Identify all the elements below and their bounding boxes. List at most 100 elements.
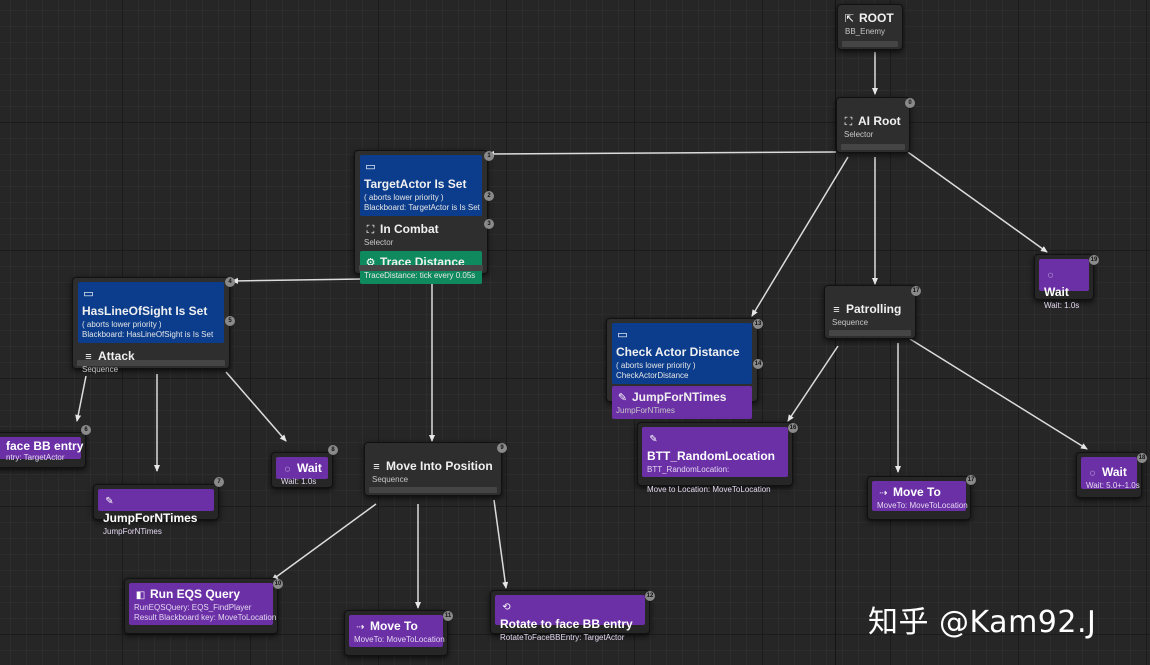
wait-icon: ◌ <box>1047 270 1054 281</box>
root-blackboard: BB_Enemy <box>845 27 886 36</box>
decorator-title: Check Actor Distance <box>616 345 740 359</box>
wait-task-patrol[interactable]: ◌Wait Wait: 5.0+-1.0s 18 <box>1076 452 1147 498</box>
composite-title: In Combat <box>380 222 439 236</box>
task-detail: Wait: 1.0s <box>1044 301 1080 310</box>
sequence-icon: ≡ <box>373 461 380 473</box>
task-title: face BB entry <box>6 439 84 453</box>
service-interval: TraceDistance: tick every 0.05s <box>364 271 476 280</box>
execution-index-badge: 9 <box>497 443 507 453</box>
ai-root-title: AI Root <box>858 114 901 128</box>
eqs-icon: ◧ <box>135 590 146 601</box>
rotate-face-bb-task[interactable]: ⟲Rotate to face BB entry RotateToFaceBBE… <box>490 590 655 642</box>
ai-root-output-pin[interactable] <box>841 144 905 150</box>
patrolling-node[interactable]: ≡ Patrolling Sequence 17 <box>824 285 921 339</box>
decorator-title: TargetActor Is Set <box>364 177 467 191</box>
composite-type: Sequence <box>372 475 409 484</box>
root-title: ROOT <box>859 11 894 25</box>
task-detail: MoveTo: MoveToLocation <box>877 501 968 510</box>
task-detail: BTT_RandomLocation: <box>647 465 730 474</box>
jump-task-inline[interactable]: ✎JumpForNTimes JumpForNTimes <box>612 386 752 419</box>
task-detail-2: Result Blackboard key: MoveToLocation <box>134 613 277 622</box>
task-title: JumpForNTimes <box>632 390 727 404</box>
attack-node[interactable]: ▭ HasLineOfSight Is Set ( aborts lower pr… <box>72 277 235 374</box>
decorator-abort-mode: ( aborts lower priority ) <box>364 193 444 202</box>
wire-airoot-incombat <box>487 150 837 157</box>
task-detail: JumpForNTimes <box>616 406 675 415</box>
task-title: Run EQS Query <box>150 587 241 601</box>
root-output-pin[interactable] <box>842 41 898 47</box>
move-arrow-icon: ⇢ <box>356 622 365 633</box>
move-to-task-mip[interactable]: ⇢Move To MoveTo: MoveToLocation 11 <box>344 610 453 656</box>
task-title: Rotate to face BB entry <box>500 617 633 631</box>
wait-task-attack[interactable]: ◌Wait Wait: 1.0s 8 <box>271 445 338 488</box>
wire-patrol-wait <box>909 338 1088 450</box>
service-gear-icon: ⚙ <box>365 257 376 269</box>
run-eqs-query-task[interactable]: ◧ Run EQS Query RunEQSQuery: EQS_FindPlay… <box>124 578 283 634</box>
in-combat-composite[interactable]: ⛶ In Combat Selector <box>360 218 482 251</box>
wait-task-root[interactable]: ◌Wait Wait: 1.0s 19 <box>1034 254 1099 310</box>
check-actor-distance-decorator[interactable]: ▭Check Actor Distance ( aborts lower pri… <box>612 323 752 384</box>
wire-airoot-wait <box>904 149 1048 253</box>
decorator-condition: CheckActorDistance <box>616 371 689 380</box>
execution-index-badge: 12 <box>645 591 655 601</box>
sequence-icon: ≡ <box>833 304 840 316</box>
random-location-task[interactable]: ✎BTT_RandomLocation BTT_RandomLocation: … <box>637 422 798 494</box>
move-to-task-patrol[interactable]: ⇢Move To MoveTo: MoveToLocation 17 <box>867 475 976 520</box>
execution-index-badge: 3 <box>484 219 494 229</box>
task-detail: Wait: 5.0+-1.0s <box>1086 481 1140 490</box>
wire-attack-face <box>75 375 87 422</box>
execution-index-badge: 8 <box>328 445 338 455</box>
check-actor-distance-node[interactable]: ▭Check Actor Distance ( aborts lower pri… <box>606 318 763 419</box>
custom-task-icon: ✎ <box>649 434 658 445</box>
wire-incombat-attack <box>231 277 363 284</box>
execution-index-badge: 7 <box>214 477 224 487</box>
ai-root-type: Selector <box>844 130 874 139</box>
rotate-icon: ⟲ <box>502 602 511 613</box>
composite-type: Sequence <box>82 365 119 374</box>
selector-icon: ⛶ <box>366 224 375 236</box>
jump-for-n-times-task[interactable]: ✎ JumpForNTimes JumpForNTimes 7 <box>93 477 224 536</box>
task-title: JumpForNTimes <box>103 511 198 525</box>
task-detail: ntry: TargetActor <box>6 453 65 462</box>
root-node[interactable]: ⇱ ROOT BB_Enemy <box>837 4 903 50</box>
decorator-title: HasLineOfSight Is Set <box>82 304 208 318</box>
composite-type: Sequence <box>832 318 869 327</box>
haslineofsight-decorator[interactable]: ▭ HasLineOfSight Is Set ( aborts lower pr… <box>78 282 224 343</box>
decorator-abort-mode: ( aborts lower priority ) <box>82 320 162 329</box>
rotate-face-bb-task-left[interactable]: face BB entry ntry: TargetActor 6 <box>0 425 91 468</box>
execution-index-badge: 17 <box>966 475 976 485</box>
patrolling-output-pin[interactable] <box>829 330 911 336</box>
decorator-condition: Blackboard: TargetActor is Is Set <box>364 203 480 212</box>
in-combat-output-pin[interactable] <box>359 265 483 271</box>
move-into-position-node[interactable]: ≡Move Into Position Sequence 9 <box>364 442 507 496</box>
composite-type: Selector <box>364 238 394 247</box>
task-icon: ✎ <box>105 496 114 507</box>
composite-title: Patrolling <box>846 302 902 316</box>
task-detail: JumpForNTimes <box>103 527 162 536</box>
wire-attack-wait <box>225 371 287 442</box>
composite-title: Attack <box>98 349 135 363</box>
task-title: BTT_RandomLocation <box>647 449 775 463</box>
wire-moveinto-rotate <box>493 499 509 589</box>
execution-index-badge: 4 <box>225 277 235 287</box>
task-detail: RunEQSQuery: EQS_FindPlayer <box>134 603 252 612</box>
move-arrow-icon: ⇢ <box>879 488 888 499</box>
task-detail-2: Move to Location: MoveToLocation <box>647 485 771 494</box>
ai-root-node[interactable]: ⛶ AI Root Selector 0 <box>836 97 915 153</box>
wait-icon: ◌ <box>1089 468 1096 479</box>
attack-output-pin[interactable] <box>77 360 225 366</box>
execution-index-badge: 10 <box>273 579 283 589</box>
execution-index-badge: 0 <box>905 98 915 108</box>
targetactor-decorator[interactable]: ▭TargetActor Is Set ( aborts lower prior… <box>360 155 482 216</box>
in-combat-node[interactable]: ▭TargetActor Is Set ( aborts lower prior… <box>354 150 494 284</box>
attack-composite[interactable]: ≡Attack Sequence <box>78 345 224 378</box>
tree-root-icon: ⇱ <box>844 13 855 25</box>
task-title: Move To <box>370 619 418 633</box>
blackboard-icon: ▭ <box>83 288 94 300</box>
execution-index-badge: 1 <box>484 151 494 161</box>
selector-icon: ⛶ <box>844 116 853 128</box>
move-into-position-output-pin[interactable] <box>369 487 497 493</box>
task-detail: Wait: 1.0s <box>281 477 317 486</box>
execution-index-badge: 17 <box>911 286 921 296</box>
task-title: Wait <box>1044 285 1069 299</box>
